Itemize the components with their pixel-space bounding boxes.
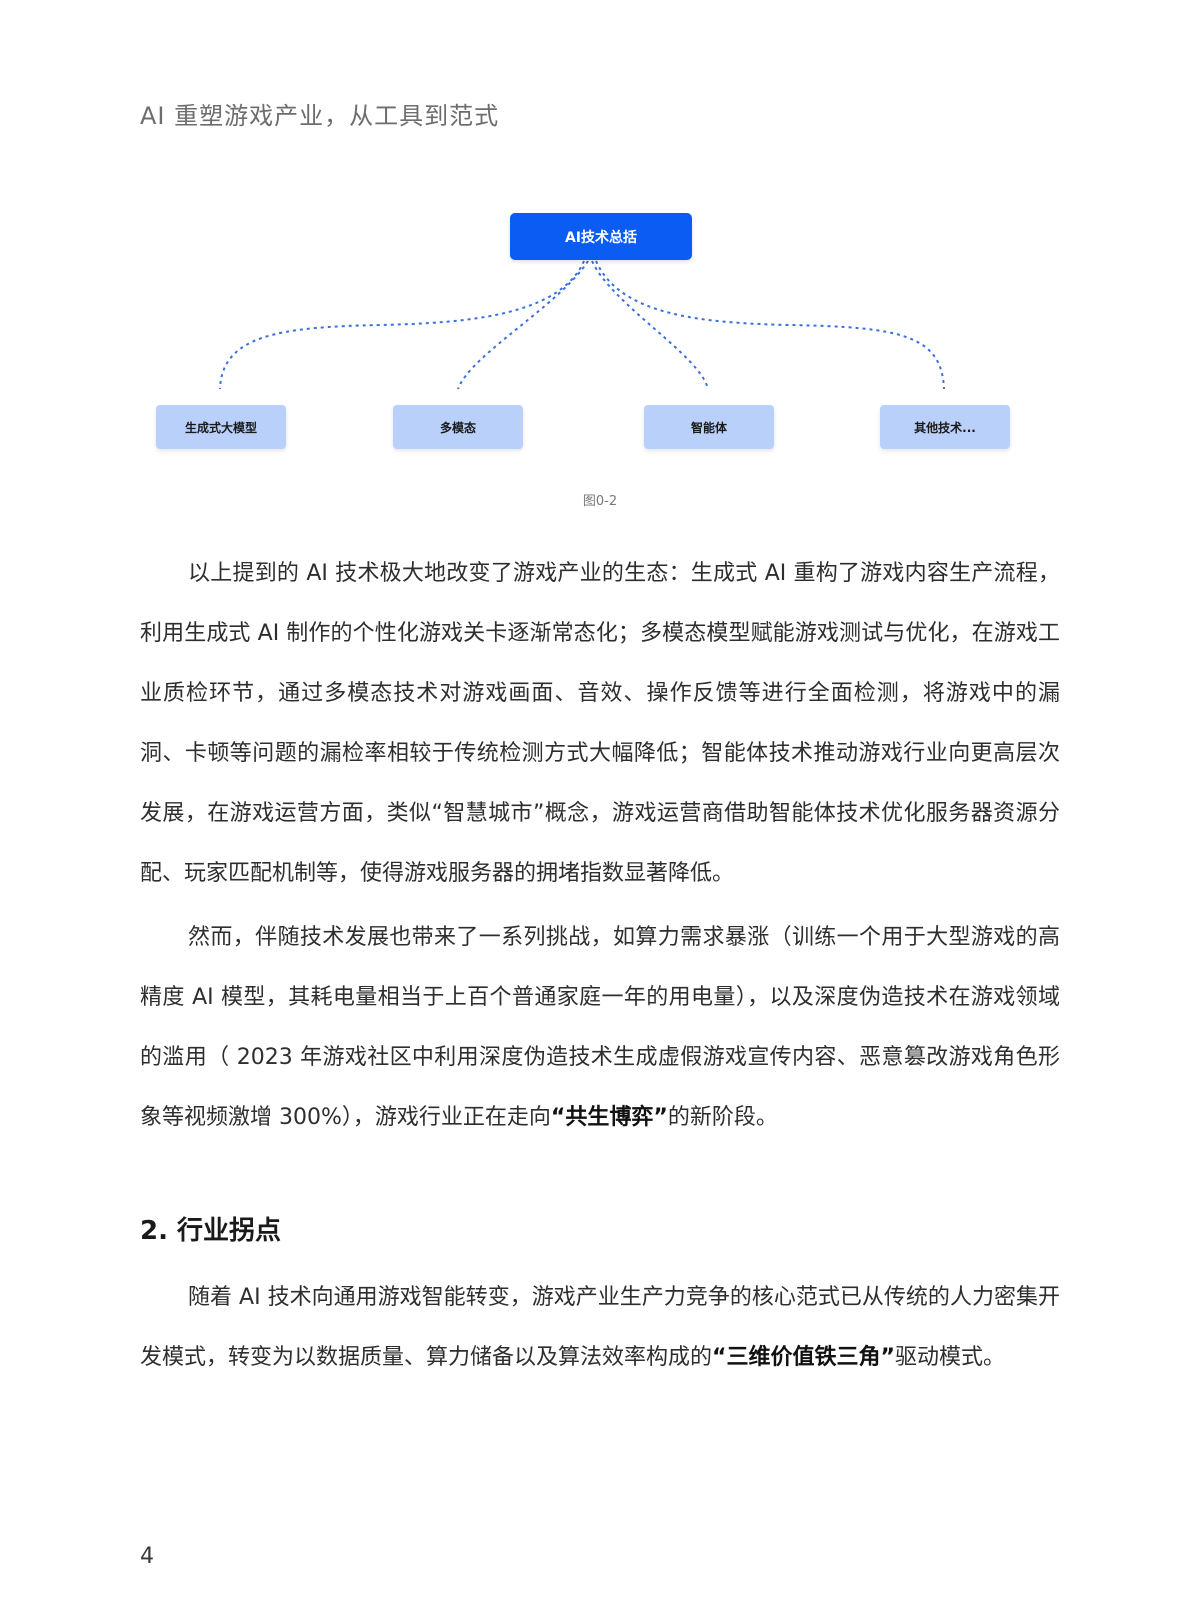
node-generative-model: 生成式大模型	[156, 405, 286, 449]
node-other-tech: 其他技术...	[880, 405, 1010, 449]
root-node-ai-overview: AI技术总括	[510, 213, 692, 260]
paragraph-turning-point: 随着 AI 技术向通用游戏智能转变，游戏产业生产力竞争的核心范式已从传统的人力密…	[140, 1285, 1060, 1370]
node-multimodal: 多模态	[393, 405, 523, 449]
running-header: AI 重塑游戏产业，从工具到范式	[140, 102, 500, 130]
emphasis-value-triangle: “三维价值铁三角”	[712, 1345, 895, 1370]
section-heading: 2. 行业拐点	[140, 1216, 282, 1246]
figure-caption: 图0-2	[582, 494, 618, 509]
page-number: 4	[140, 1544, 154, 1569]
connector-lines	[219, 260, 945, 390]
connector-agent	[591, 260, 709, 390]
connector-generative	[219, 260, 585, 390]
connector-multimodal	[457, 260, 589, 390]
connector-other	[595, 260, 945, 390]
node-agent: 智能体	[644, 405, 774, 449]
paragraph-challenges: 然而，伴随技术发展也带来了一系列挑战，如算力需求暴涨（训练一个用于大型游戏的高精…	[140, 925, 1060, 1130]
paragraph-ai-impact: 以上提到的 AI 技术极大地改变了游戏产业的生态：生成式 AI 重构了游戏内容生…	[140, 561, 1060, 886]
emphasis-coexistence-game: “共生博弈”	[550, 1105, 668, 1130]
tech-tree-diagram: AI技术总括 生成式大模型 多模态 智能体 其他技术...	[0, 205, 1200, 465]
